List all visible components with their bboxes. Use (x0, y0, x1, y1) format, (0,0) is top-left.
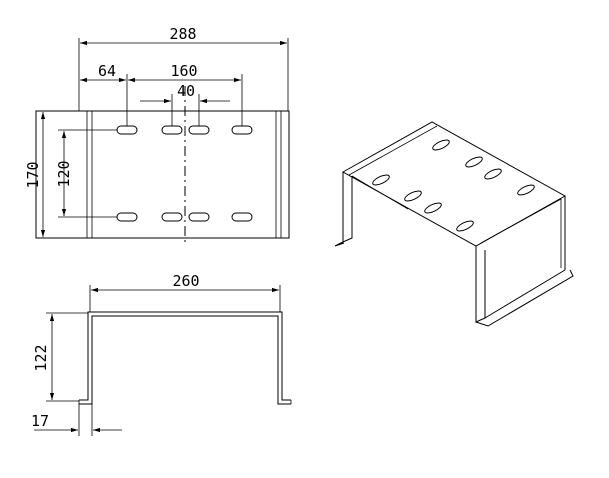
slot (188, 212, 210, 222)
top-view: 288 64 160 40 170 120 (24, 25, 290, 245)
iso-slot (456, 220, 474, 232)
dim-label-160: 160 (170, 62, 197, 80)
iso-right-leg-front (475, 246, 486, 323)
iso-slot (465, 156, 483, 168)
dim-label-17: 17 (31, 412, 49, 430)
iso-slot (432, 139, 450, 151)
iso-left-inner (351, 175, 409, 210)
iso-right-foot (475, 269, 574, 327)
iso-slots (372, 139, 535, 232)
iso-slot (372, 174, 390, 186)
bracket-profile-outer (79, 315, 291, 405)
dim-label-288: 288 (169, 25, 196, 43)
bracket-profile-inner (79, 311, 291, 401)
iso-slot (424, 202, 442, 214)
slot (188, 125, 210, 135)
dim-label-170: 170 (24, 161, 42, 188)
slot (231, 125, 253, 135)
isometric-view (334, 121, 574, 327)
dim-label-260: 260 (172, 272, 199, 290)
dim-label-120: 120 (55, 160, 73, 187)
slot (116, 125, 138, 135)
slot (231, 212, 253, 222)
iso-slot (517, 184, 535, 196)
iso-slot (404, 190, 422, 202)
slot (116, 212, 138, 222)
slot (161, 212, 183, 222)
slot (161, 125, 183, 135)
iso-right-leg-face (484, 196, 566, 319)
iso-left-leg (342, 172, 353, 243)
iso-left-foot (334, 241, 345, 247)
dim-label-122: 122 (32, 344, 50, 371)
dim-label-64: 64 (98, 62, 116, 80)
iso-top-edge (348, 125, 438, 176)
dim-label-40: 40 (177, 82, 195, 100)
front-view: 260 122 17 (31, 272, 292, 436)
iso-top-edge (480, 198, 562, 244)
top-plate-outline (35, 110, 290, 239)
iso-slot (484, 168, 502, 180)
